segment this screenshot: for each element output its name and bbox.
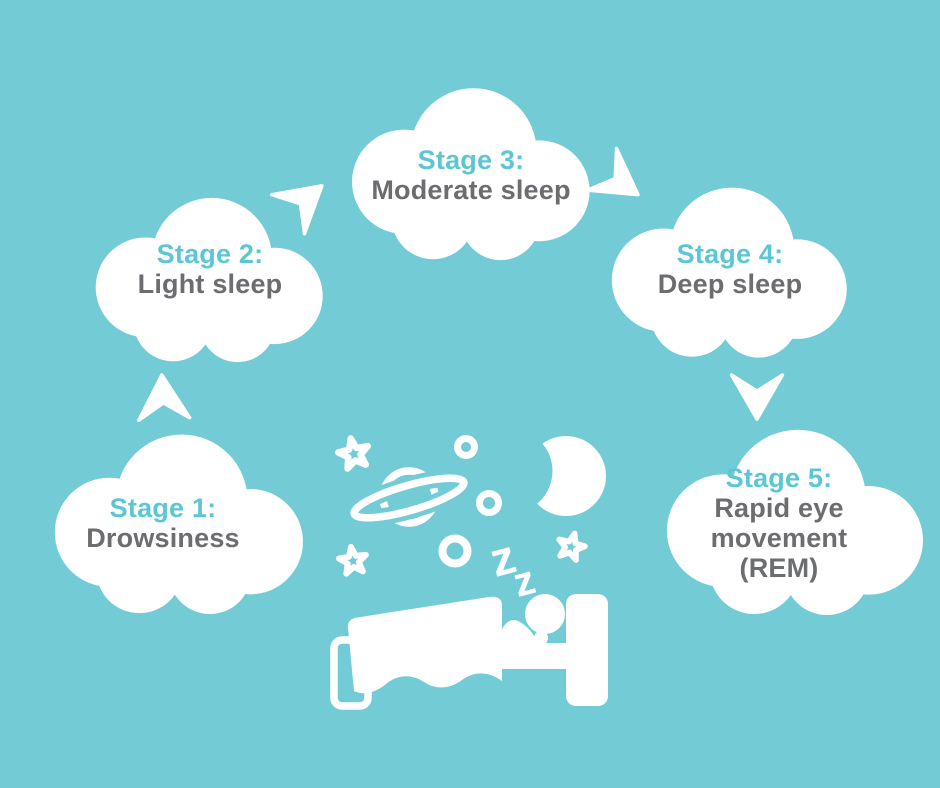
stage-5-text: Stage 5: Rapid eye movement (REM) <box>686 463 872 583</box>
stage-1-text: Stage 1: Drowsiness <box>86 493 240 553</box>
stage-2-name: Light sleep <box>137 269 283 299</box>
stage-2-text: Stage 2: Light sleep <box>138 239 283 299</box>
crescent-moon-icon <box>467 428 606 516</box>
stage-4-label: Stage 4: <box>676 239 784 269</box>
star-icon <box>336 435 371 469</box>
sleeping-person-in-bed-icon <box>330 594 608 710</box>
stage-1-name: Drowsiness <box>86 523 240 553</box>
zzz-icon: z z <box>485 530 540 606</box>
stage-3-name: Moderate sleep <box>371 175 571 205</box>
ring-icon <box>476 490 502 516</box>
arrow-stage3-to-stage4-icon <box>585 146 655 218</box>
ring-icon <box>454 435 478 459</box>
arrow-stage2-to-stage3-icon <box>269 164 341 236</box>
stage-5-label: Stage 5: <box>725 463 833 493</box>
arrow-stage1-to-stage2-icon <box>134 371 192 423</box>
stage-4-name: Deep sleep <box>657 269 803 299</box>
stage-4-text: Stage 4: Deep sleep <box>658 239 803 299</box>
planet-saturn-icon <box>345 467 473 527</box>
stage-3-text: Stage 3: Moderate sleep <box>371 145 570 205</box>
stage-2-label: Stage 2: <box>156 239 264 269</box>
stage-3-label: Stage 3: <box>417 145 525 175</box>
ring-icon <box>438 534 472 568</box>
stage-1-label: Stage 1: <box>109 493 217 523</box>
star-icon <box>338 545 369 574</box>
star-icon <box>555 530 587 561</box>
arrow-stage4-to-stage5-icon <box>729 373 785 421</box>
stage-5-name: Rapid eye movement (REM) <box>710 493 848 583</box>
